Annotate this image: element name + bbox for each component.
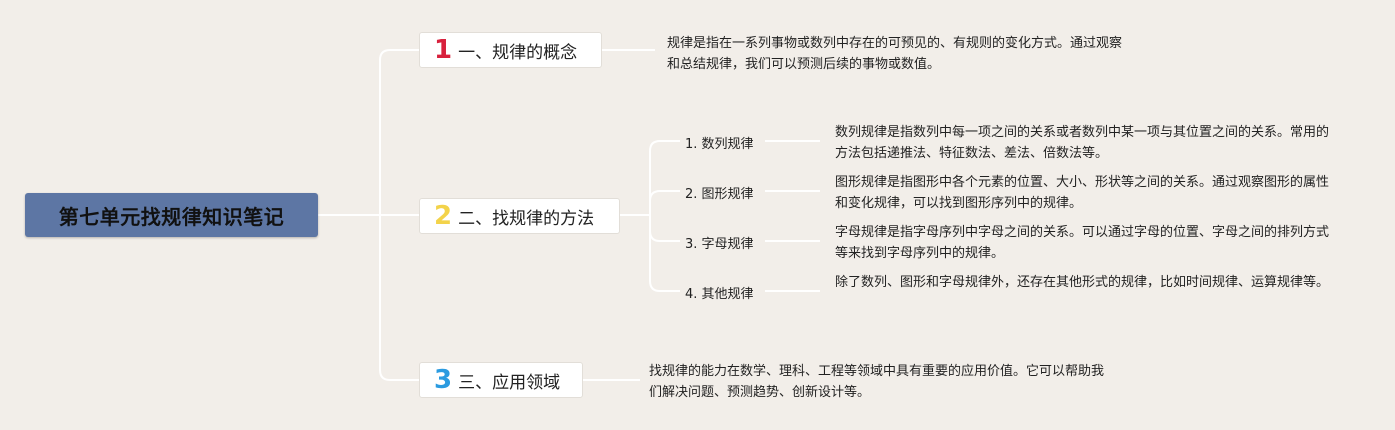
connector-child-1 bbox=[649, 140, 680, 215]
branch-1-node[interactable]: 1 一、规律的概念 bbox=[419, 32, 602, 68]
branch-3-description: 找规律的能力在数学、理科、工程等领域中具有重要的应用价值。它可以帮助我 们解决问… bbox=[649, 364, 1105, 400]
branch-2-label: 二、找规律的方法 bbox=[458, 208, 595, 229]
child-description-4: 除了数列、图形和字母规律外，还存在其他形式的规律，比如时间规律、运算规律等。 bbox=[835, 275, 1330, 290]
connector-branch-3 bbox=[379, 215, 419, 381]
branch-1-label: 一、规律的概念 bbox=[458, 42, 578, 63]
connector-child-3 bbox=[649, 215, 680, 242]
branch-3-label: 三、应用领域 bbox=[458, 372, 561, 393]
connector-child-2 bbox=[649, 190, 680, 215]
child-description-3: 字母规律是指字母序列中字母之间的关系。可以通过字母的位置、字母之间的排列方式等来… bbox=[835, 225, 1330, 261]
branch-1-description: 规律是指在一系列事物或数列中存在的可预见的、有规则的变化方式。通过观察 和总结规… bbox=[667, 36, 1123, 72]
branch-2-node[interactable]: 2 二、找规律的方法 bbox=[419, 198, 620, 234]
number-badge-3: 3 bbox=[434, 365, 453, 395]
root-topic[interactable]: 第七单元找规律知识笔记 bbox=[25, 193, 318, 237]
number-badge-1: 1 bbox=[434, 35, 453, 65]
child-node-1[interactable]: 1. 数列规律 bbox=[685, 137, 754, 152]
child-node-3[interactable]: 3. 字母规律 bbox=[685, 237, 754, 252]
child-node-2[interactable]: 2. 图形规律 bbox=[685, 187, 754, 202]
child-description-1: 数列规律是指数列中每一项之间的关系或者数列中某一项与其位置之间的关系。常用的方法… bbox=[835, 125, 1330, 161]
connector-branch-1 bbox=[379, 49, 419, 215]
connector-child-4 bbox=[649, 215, 680, 292]
root-title: 第七单元找规律知识笔记 bbox=[58, 204, 285, 229]
child-node-4[interactable]: 4. 其他规律 bbox=[685, 287, 754, 302]
child-description-2: 图形规律是指图形中各个元素的位置、大小、形状等之间的关系。通过观察图形的属性和变… bbox=[835, 175, 1330, 211]
number-badge-2: 2 bbox=[434, 201, 453, 231]
branch-3-node[interactable]: 3 三、应用领域 bbox=[419, 362, 583, 398]
